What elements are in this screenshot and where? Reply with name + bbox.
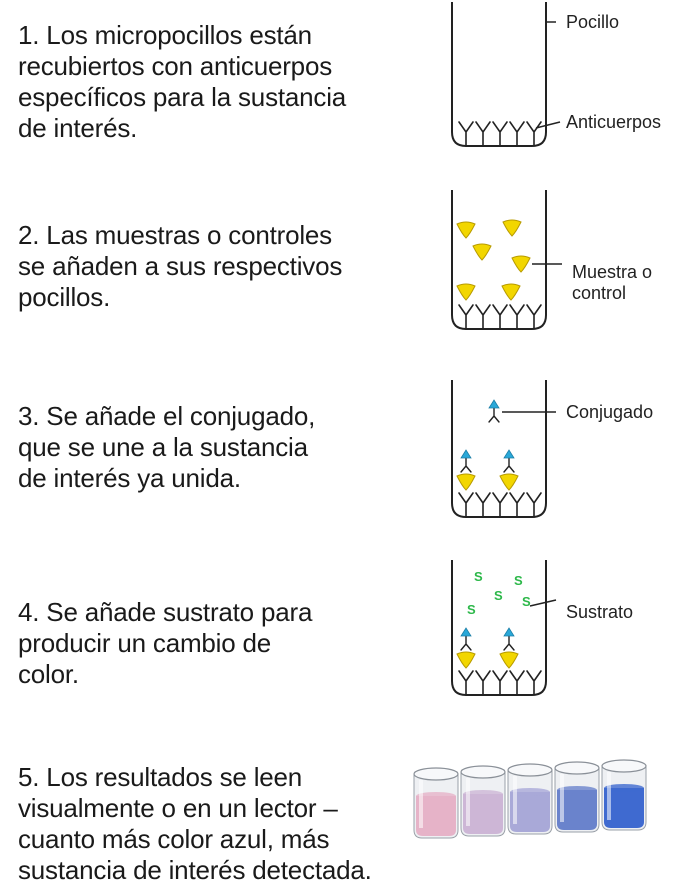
step-1-line-4: de interés. [18,113,138,143]
step-2-text: 2. Las muestras o controles se añaden a … [18,220,342,313]
step-5-line-3: cuanto más color azul, más [18,824,330,854]
step-5-text: 5. Los resultados se leen visualmente o … [18,762,372,886]
antibodies-label: Anticuerpos [566,112,661,132]
step-5-line-4: sustancia de interés detectada. [18,855,372,885]
substrate-s: S [474,569,483,584]
substrate-s: S [522,594,531,609]
step-1-line-1: 1. Los micropocillos están [18,20,312,50]
result-vial [601,759,647,831]
sample-label-line-1: Muestra o [572,262,652,282]
step-2-line-1: 2. Las muestras o controles [18,220,332,250]
step-4-line-2: producir un cambio de [18,628,272,658]
step-4-line-1: 4. Se añade sustrato para [18,597,313,627]
step-2-line-2: se añaden a sus respectivos [18,251,343,281]
substrate-pointer-line [529,599,557,607]
step-1-text: 1. Los micropocillos están recubiertos c… [18,20,346,144]
antibodies-pointer-line [535,121,561,129]
result-vial [554,761,600,833]
well-1-antibodies [458,121,542,147]
step-3-line-1: 3. Se añade el conjugado, [18,401,316,431]
well-3: Conjugado [451,380,653,518]
substrate-s: S [494,588,503,603]
result-vial [507,763,553,835]
well-1: Pocillo Anticuerpos [451,2,661,147]
step-3-text: 3. Se añade el conjugado, que se une a l… [18,401,315,494]
substrate-molecules: S S S S S [467,569,531,617]
step-5-line-1: 5. Los resultados se leen [18,762,303,792]
result-vials [413,759,647,839]
substrate-label: Sustrato [566,602,633,622]
well-2: Muestra o control [451,190,652,330]
sample-label-line-2: control [572,283,626,303]
step-4-line-3: color. [18,659,79,689]
conjugate-label: Conjugado [566,402,653,422]
sample-antigens [456,219,531,301]
step-1-line-2: recubiertos con anticuerpos [18,51,333,81]
substrate-s: S [514,573,523,588]
step-4-text: 4. Se añade sustrato para producir un ca… [18,597,312,690]
step-5-line-2: visualmente o en un lector – [18,793,338,823]
result-vial [413,767,459,839]
substrate-s: S [467,602,476,617]
result-vial [460,765,506,837]
step-2-line-3: pocillos. [18,282,111,312]
well-label: Pocillo [566,12,619,32]
free-conjugate [488,399,500,423]
step-3-line-3: de interés ya unida. [18,463,241,493]
well-4: S S S S S Sustrato [451,560,633,696]
step-1-line-3: específicos para la sustancia [18,82,347,112]
step-3-line-2: que se une a la sustancia [18,432,308,462]
